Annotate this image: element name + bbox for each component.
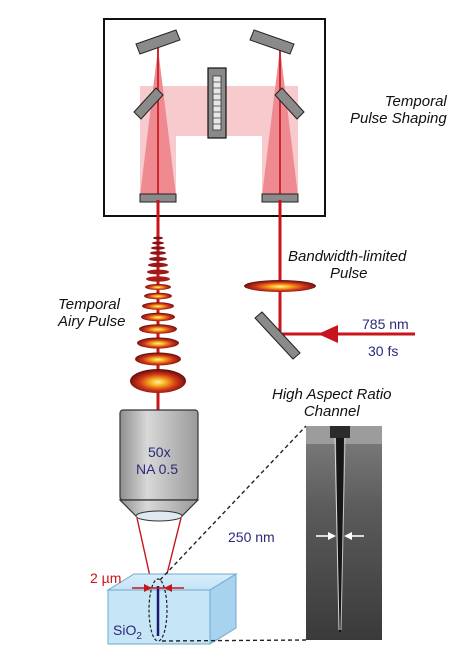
bandwidth-line1: Bandwidth-limited: [288, 248, 407, 265]
airy-pulse-train: [130, 236, 186, 393]
channel-line2: Channel: [303, 403, 360, 420]
spot-size-label: 2 µm: [90, 570, 122, 586]
shaper-mirrors: [133, 29, 305, 203]
channel-width-label: 250 nm: [228, 529, 275, 545]
pulse-shaping-line1: Temporal: [384, 93, 447, 110]
airy-line1: Temporal: [58, 296, 120, 313]
turning-mirror: [254, 311, 301, 360]
bandwidth-label: Bandwidth-limited Pulse: [288, 248, 406, 282]
objective-na: NA 0.5: [136, 461, 179, 477]
channel-width-arrows: [316, 532, 364, 540]
substrate-subscript: 2: [136, 630, 142, 642]
pulse-shaping-line2: Pulse Shaping: [350, 110, 447, 127]
objective-lens: [118, 409, 200, 522]
beam-paths: [156, 200, 415, 410]
objective-magnification: 50x: [148, 444, 171, 460]
spot-size-arrows: [132, 584, 184, 592]
duration-label: 30 fs: [368, 343, 399, 359]
sio2-substrate: [106, 573, 238, 645]
airy-label: Temporal Airy Pulse: [58, 296, 126, 330]
sem-channel-image: [306, 426, 382, 640]
input-arrowhead: [318, 325, 338, 343]
bandwidth-line2: Pulse: [330, 265, 368, 282]
wavelength-label: 785 nm: [362, 316, 409, 332]
spatial-light-modulator: [207, 67, 227, 139]
substrate-label: SiO2: [113, 622, 142, 642]
substrate-base: SiO: [113, 622, 137, 638]
pulse-shaping-label: Temporal Pulse Shaping: [350, 93, 447, 127]
bandwidth-limited-pulse: [244, 280, 316, 292]
channel-line1: High Aspect Ratio: [272, 386, 392, 403]
airy-line2: Airy Pulse: [58, 313, 126, 330]
zoom-lines: [159, 425, 307, 642]
channel-label: High Aspect Ratio Channel: [272, 386, 392, 420]
